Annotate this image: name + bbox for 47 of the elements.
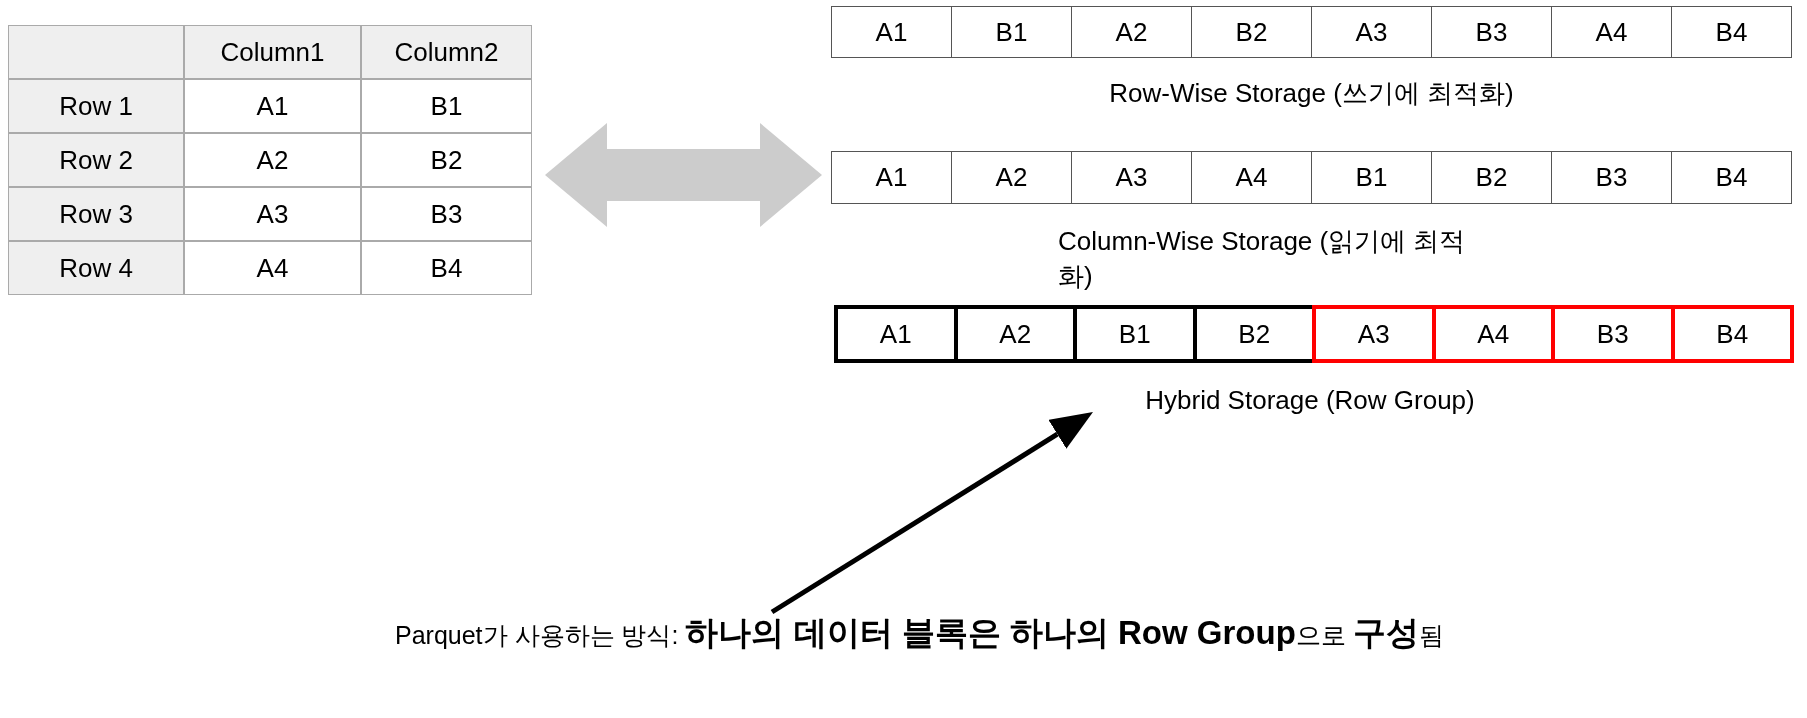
storage-cell: A2 — [1071, 7, 1191, 57]
table-cell: B3 — [361, 187, 532, 241]
table-header-cell: Row 2 — [8, 133, 184, 187]
data-table — [8, 25, 532, 296]
storage-cell: B1 — [951, 7, 1071, 57]
double-arrow — [545, 123, 822, 227]
arrow — [770, 412, 1093, 615]
storage-cell: B3 — [1551, 152, 1671, 203]
storage-cell-text: A3 — [1356, 317, 1391, 351]
note-text: Parquet가 사용하는 방식: 하나의 데이터 블록은 하나의 Row Group으로 구성됨 — [395, 612, 1610, 712]
storage-cell: B3 — [1431, 7, 1551, 57]
storage-cell: B4 — [1671, 152, 1791, 203]
table-cell: A3 — [184, 187, 361, 241]
table-cell: B2 — [361, 133, 532, 187]
table-cell: A1 — [184, 79, 361, 133]
storage-caption: Column-Wise Storage (읽기에 최적화) — [1058, 225, 1467, 293]
storage-cell: A4 — [1551, 7, 1671, 57]
storage-cell: B1 — [1073, 309, 1193, 359]
storage-cell-text: A1 — [874, 15, 909, 49]
storage-strip — [831, 151, 1792, 204]
storage-caption: Row-Wise Storage (쓰기에 최적화) — [1108, 77, 1515, 110]
storage-cell: A4 — [1191, 152, 1311, 203]
table-cell: A4 — [184, 241, 361, 295]
storage-strip — [1312, 305, 1794, 363]
storage-cell: B2 — [1192, 309, 1312, 359]
storage-cell: A3 — [1311, 7, 1431, 57]
table-header-cell: Row 1 — [8, 79, 184, 133]
storage-cell: A2 — [951, 152, 1071, 203]
table-cell: B4 — [361, 241, 532, 295]
storage-cell: A2 — [953, 309, 1073, 359]
table-header-cell: Column2 — [361, 25, 532, 79]
storage-cell: A3 — [1071, 152, 1191, 203]
table-header-cell: Row 3 — [8, 187, 184, 241]
storage-cell: A4 — [1431, 309, 1551, 359]
storage-cell: B1 — [1311, 152, 1431, 203]
storage-cell: B2 — [1431, 152, 1551, 203]
storage-cell: B2 — [1191, 7, 1311, 57]
table-cell: B1 — [361, 79, 532, 133]
table-header-cell: Row 4 — [8, 241, 184, 295]
storage-strip — [831, 6, 1792, 58]
storage-cell: B3 — [1551, 309, 1671, 359]
storage-cell-text: A1 — [874, 161, 909, 194]
storage-cell: B4 — [1671, 7, 1791, 57]
table-header-cell: Column1 — [184, 25, 361, 79]
storage-cell-text: A1 — [878, 317, 913, 351]
storage-cell: B4 — [1670, 309, 1790, 359]
table-cell: A2 — [184, 133, 361, 187]
